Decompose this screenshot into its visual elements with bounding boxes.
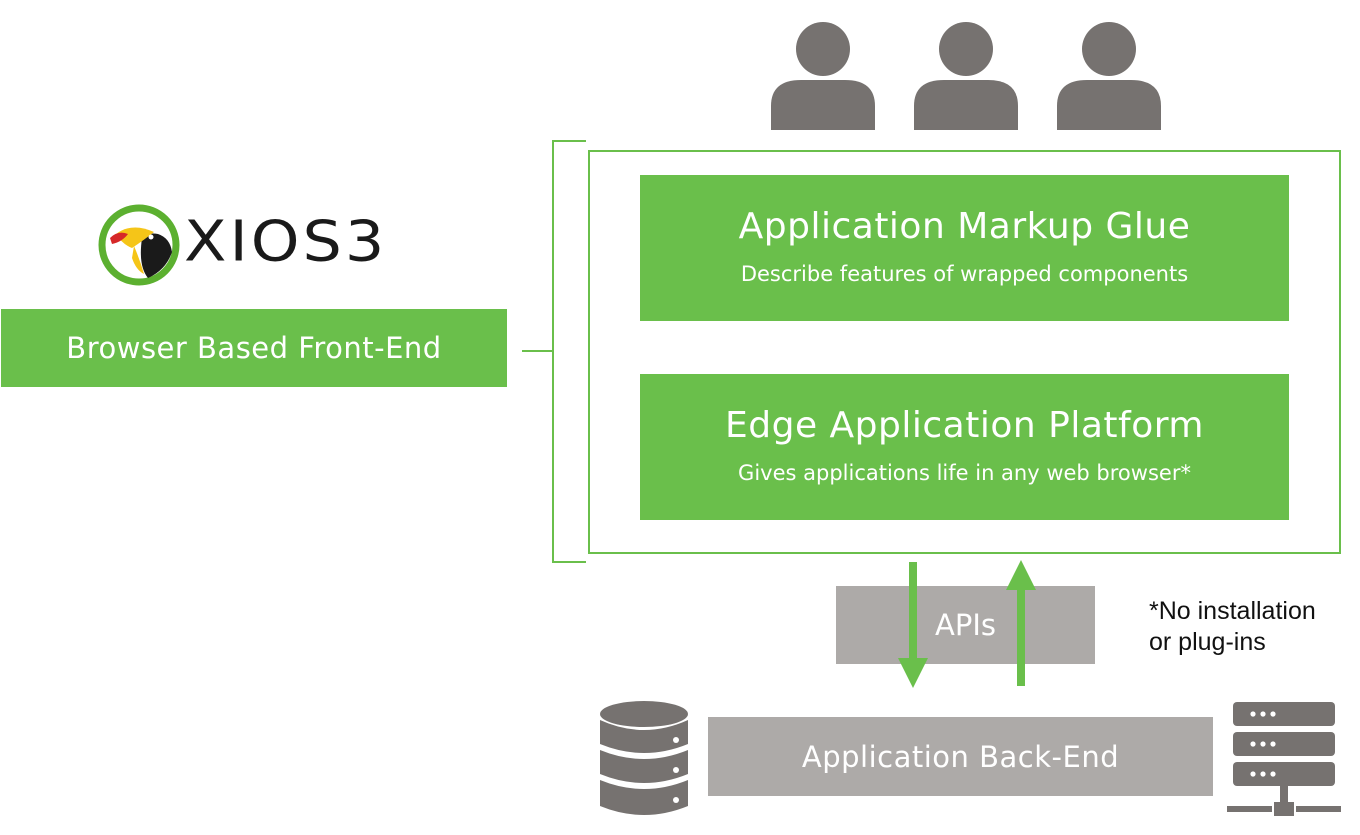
connector-line (522, 350, 553, 352)
logo: XIOS3 (98, 204, 428, 286)
edge-platform-subtitle: Gives applications life in any web brows… (738, 461, 1191, 485)
user-icon (1057, 22, 1161, 130)
user-icon (771, 22, 875, 130)
user-icon (914, 22, 1018, 130)
footnote: *No installation or plug-ins (1149, 596, 1354, 658)
front-end-label: Browser Based Front-End (66, 331, 442, 365)
edge-platform-title: Edge Application Platform (725, 405, 1204, 446)
markup-glue-title: Application Markup Glue (738, 206, 1191, 247)
database-icon (600, 701, 688, 815)
arrow-up-icon (1006, 560, 1036, 686)
arrow-down-icon (898, 562, 928, 688)
logo-text: XIOS3 (184, 208, 388, 275)
backend-label: Application Back-End (801, 739, 1120, 774)
browser-front-end-box: Browser Based Front-End (1, 309, 507, 387)
apis-box: APIs (836, 586, 1095, 664)
edge-platform-box: Edge Application Platform Gives applicat… (640, 374, 1289, 520)
markup-glue-box: Application Markup Glue Describe feature… (640, 175, 1289, 321)
apis-label: APIs (935, 608, 996, 642)
toucan-logo-icon (98, 204, 180, 286)
bracket (552, 140, 586, 563)
footnote-line-1: *No installation (1149, 597, 1316, 625)
footnote-line-2: or plug-ins (1149, 628, 1266, 656)
markup-glue-subtitle: Describe features of wrapped components (740, 262, 1189, 286)
server-icon (1227, 702, 1341, 816)
backend-box: Application Back-End (708, 717, 1213, 796)
